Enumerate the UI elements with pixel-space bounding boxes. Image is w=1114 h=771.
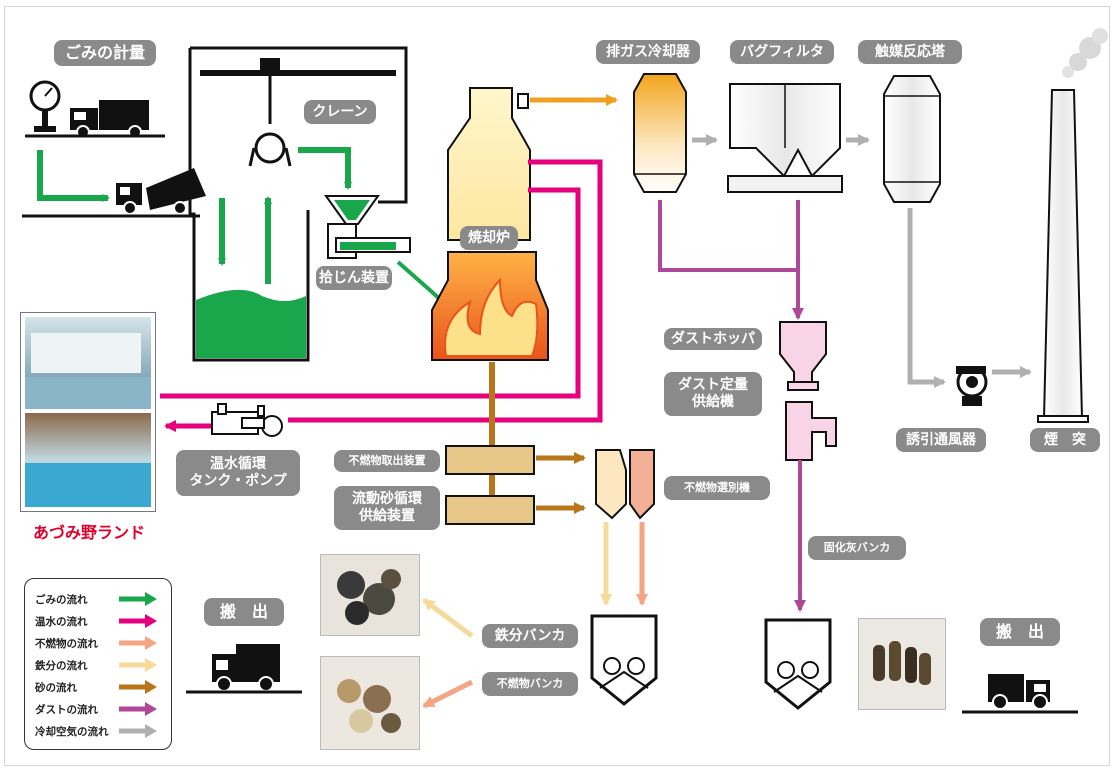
incinerator [432, 88, 548, 360]
label-sand-circulation-line2: 供給装置 [359, 508, 415, 525]
legend-label: 砂の流れ [35, 680, 119, 695]
legend-item: 冷却空気の流れ [35, 721, 165, 741]
legend: ごみの流れ温水の流れ不燃物の流れ鉄分の流れ砂の流れダストの流れ冷却空気の流れ [24, 578, 172, 750]
label-hot-water-pump-line2: タンク・ポンプ [189, 473, 286, 490]
legend-arrow-icon [119, 658, 159, 672]
pool-photo-frame [20, 312, 156, 512]
label-incinerator: 焼却炉 [460, 226, 518, 250]
label-dust-feeder: ダスト定量 供給機 [664, 372, 762, 416]
incombustible-separator [596, 450, 654, 518]
label-crane: クレーン [304, 100, 376, 124]
dust-flow-line [660, 200, 798, 270]
label-garbage-weighing: ごみの計量 [54, 40, 156, 66]
garbage-flow-arrow [40, 150, 108, 198]
label-dust-feeder-line1: ダスト定量 [678, 377, 748, 394]
air-flow-arrow [910, 208, 944, 382]
label-carry-out-right: 搬 出 [980, 618, 1060, 646]
bag-filter [728, 84, 842, 192]
legend-label: 不燃物の流れ [35, 636, 119, 651]
label-dust-hopper: ダストホッパ [664, 328, 762, 350]
truck-icon [988, 674, 1050, 709]
catalyst-tower [884, 76, 940, 202]
label-azumino-land: あづみ野ランド [14, 519, 164, 543]
label-catalyst-tower: 触媒反応塔 [858, 40, 962, 64]
legend-label: 温水の流れ [35, 614, 119, 629]
garbage-flow-arrow [398, 262, 444, 303]
dust-hopper-icon [780, 322, 826, 390]
gas-cooler [634, 74, 686, 192]
label-iron-bunker: 鉄分バンカ [482, 624, 578, 648]
truck-icon [70, 100, 149, 138]
incombustible-flow-arrow [424, 682, 472, 706]
smoke-icon [1062, 28, 1108, 78]
label-carry-out-left: 搬 出 [204, 598, 284, 626]
pool-photo [21, 313, 155, 511]
ash-photo [858, 618, 946, 710]
legend-label: ごみの流れ [35, 592, 119, 607]
label-incombustible-extractor: 不燃物取出装置 [334, 450, 440, 472]
label-gas-cooler: 排ガス冷却器 [596, 40, 700, 64]
legend-item: 鉄分の流れ [35, 655, 165, 675]
iron-flow-arrow [424, 600, 472, 636]
legend-item: 温水の流れ [35, 611, 165, 631]
legend-arrow-icon [119, 680, 159, 694]
label-chimney: 煙 突 [1030, 428, 1100, 452]
legend-item: 砂の流れ [35, 677, 165, 697]
legend-item: 不燃物の流れ [35, 633, 165, 653]
legend-arrow-icon [119, 702, 159, 716]
label-sand-circulation: 流動砂循環 供給装置 [334, 486, 440, 530]
incombustible-extractor [446, 446, 534, 474]
legend-label: ダストの流れ [35, 702, 119, 717]
label-dust-feeder-line2: 供給機 [692, 394, 734, 411]
scale-icon [31, 82, 59, 132]
metal-bunker-icon [592, 616, 656, 704]
legend-item: ダストの流れ [35, 699, 165, 719]
label-dust-collector: 拾じん装置 [316, 266, 392, 290]
legend-arrow-icon [119, 636, 159, 650]
legend-arrow-icon [119, 724, 159, 738]
label-induced-draft-fan: 誘引通風器 [896, 428, 986, 452]
label-sand-circulation-line1: 流動砂循環 [352, 491, 422, 508]
dust-feeder-icon [786, 402, 836, 460]
label-incombustible-separator: 不燃物選別機 [664, 476, 770, 500]
legend-arrow-icon [119, 614, 159, 628]
label-bag-filter: バグフィルタ [730, 40, 834, 64]
legend-label: 鉄分の流れ [35, 658, 119, 673]
legend-arrow-icon [119, 592, 159, 606]
ash-bunker-icon [766, 620, 830, 708]
hopper-icon [326, 196, 410, 258]
sand-circulation-feeder [446, 496, 534, 524]
fan-icon [956, 366, 986, 406]
chimney [1038, 90, 1088, 422]
incombustible-photo [320, 656, 420, 750]
dump-truck-icon [116, 168, 206, 214]
label-incombustible-bunker: 不燃物バンカ [482, 672, 578, 696]
iron-photo [320, 554, 420, 636]
label-hot-water-pump-line1: 温水循環 [210, 456, 266, 473]
label-hot-water-pump: 温水循環 タンク・ポンプ [176, 450, 300, 496]
legend-label: 冷却空気の流れ [35, 724, 119, 739]
pump-icon [212, 404, 282, 436]
garbage-flow-arrow [298, 150, 348, 188]
truck-icon [212, 644, 280, 691]
legend-item: ごみの流れ [35, 589, 165, 609]
label-solidified-ash-bunker: 固化灰バンカ [808, 536, 906, 560]
